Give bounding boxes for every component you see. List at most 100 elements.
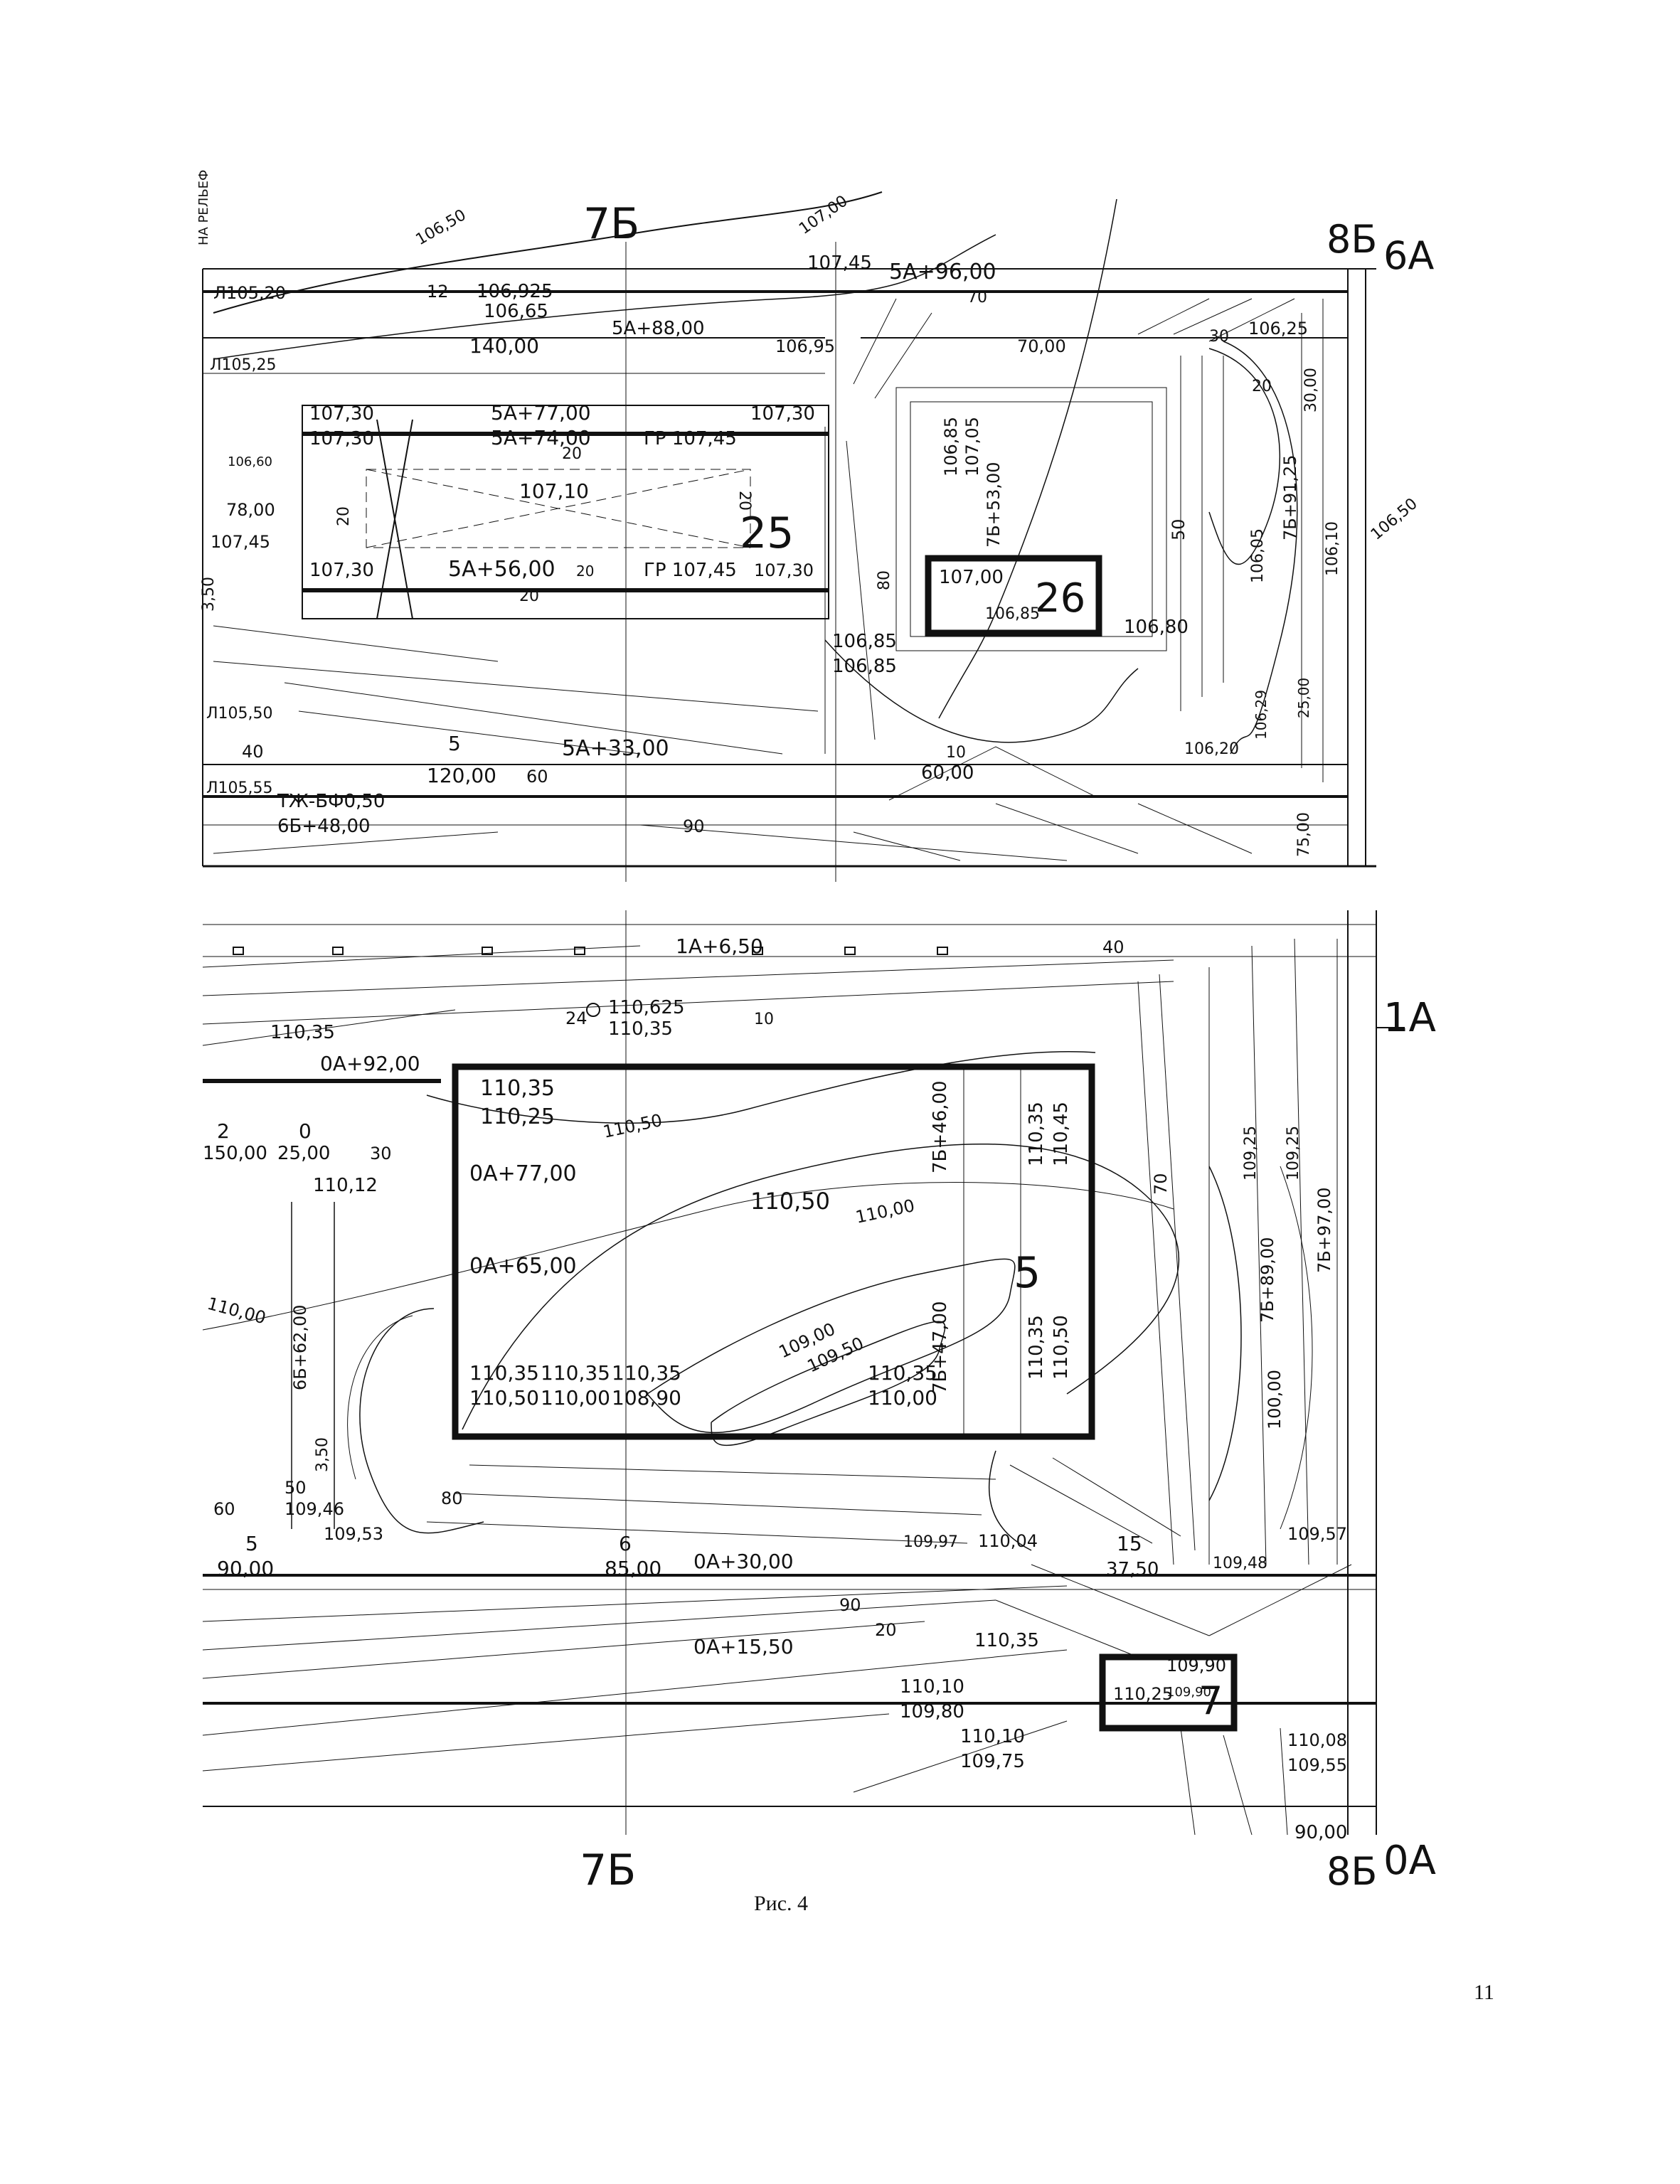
building-5-number: 5 xyxy=(1014,1248,1041,1298)
label-106-925: 106,925 xyxy=(477,281,553,302)
bottom-plan xyxy=(202,910,1405,1836)
label-109-55: 109,55 xyxy=(1287,1755,1347,1775)
label-107-45-top: 107,45 xyxy=(807,252,872,274)
building-25-mark-tr: 107,30 xyxy=(750,403,815,425)
slope-20-b: 20 xyxy=(875,1620,897,1640)
building-25-grade-2: ГР 107,45 xyxy=(644,560,737,581)
station-7b-47: 7Б+47,00 xyxy=(930,1301,951,1394)
building-25-dim-5: 20 xyxy=(576,563,594,580)
label-100-00: 100,00 xyxy=(1265,1370,1285,1429)
axis-label-6a: 6А xyxy=(1383,233,1434,278)
station-6b-62: 6Б+62,00 xyxy=(290,1304,310,1390)
building-25-number: 25 xyxy=(740,508,794,558)
label-5-top: 5 xyxy=(448,732,461,755)
label-106-25-a: 106,25 xyxy=(1248,319,1308,339)
label-107-05: 107,05 xyxy=(962,417,982,476)
station-0a-15-50: 0А+15,50 xyxy=(693,1635,794,1658)
label-106-65: 106,65 xyxy=(484,301,548,322)
label-106-85-a: 106,85 xyxy=(941,417,961,476)
label-90-00-a: 90,00 xyxy=(217,1557,274,1580)
station-5a-96: 5А+96,00 xyxy=(889,260,996,284)
label-107-45-left: 107,45 xyxy=(211,532,270,552)
station-1a-6-50: 1А+6,50 xyxy=(676,934,763,958)
label-75-00: 75,00 xyxy=(1295,812,1313,857)
contour-110-00-b: 110,00 xyxy=(205,1294,267,1328)
slope-60-b: 60 xyxy=(213,1499,235,1519)
slope-30-b: 30 xyxy=(370,1144,392,1163)
building-5-mark-tr-2: 110,45 xyxy=(1051,1102,1072,1166)
building-5-mark-b2-2: 110,00 xyxy=(541,1386,610,1410)
axis-label-7b-top: 7Б xyxy=(583,199,639,249)
label-l105-50: Л105,50 xyxy=(206,705,273,723)
label-78-00: 78,00 xyxy=(226,500,275,520)
building-5-mark-b4-1: 110,35 xyxy=(868,1361,937,1385)
slope-20-a: 20 xyxy=(1252,378,1272,395)
contour-106-50-right: 106,50 xyxy=(1368,495,1421,544)
label-106-85-c: 106,85 xyxy=(832,656,897,677)
building-25-dim-3: 20 xyxy=(335,506,353,526)
station-7b-46: 7Б+46,00 xyxy=(930,1080,951,1173)
slope-80-a: 80 xyxy=(876,570,893,590)
label-109-97: 109,97 xyxy=(903,1533,958,1551)
building-7-mark-1: 109,90 xyxy=(1166,1656,1226,1676)
label-12: 12 xyxy=(427,282,449,302)
slope-90-a: 90 xyxy=(683,816,705,836)
label-3-50: 3,50 xyxy=(200,577,218,612)
label-25-00: 25,00 xyxy=(1295,678,1312,718)
building-25-station-2: 5А+74,00 xyxy=(491,426,591,449)
building-25-mark-bl: 107,30 xyxy=(309,560,374,581)
building-5-mark-tl-1: 110,35 xyxy=(480,1076,555,1101)
label-70-00: 70,00 xyxy=(1017,336,1066,356)
slope-50-b: 50 xyxy=(285,1478,307,1498)
top-plan-labels: 7Б 8Б 6А НА РЕЛЬЕФ 25 107,30 107,30 107,… xyxy=(196,169,1434,857)
building-25-station-1: 5А+77,00 xyxy=(491,401,591,425)
building-7-number: 7 xyxy=(1198,1678,1223,1723)
label-25-00: 25,00 xyxy=(277,1143,330,1164)
label-l105-25: Л105,25 xyxy=(210,356,277,374)
label-110-35-b: 110,35 xyxy=(270,1022,335,1043)
contour-110-50-a: 110,50 xyxy=(601,1110,664,1142)
label-60-00: 60,00 xyxy=(921,762,974,784)
building-5-mark-b3-1: 110,35 xyxy=(612,1361,681,1385)
contour-106-50-top: 106,50 xyxy=(413,206,469,249)
label-5-bottom: 5 xyxy=(245,1532,258,1555)
label-109-75: 109,75 xyxy=(960,1751,1025,1772)
label-120-00: 120,00 xyxy=(427,764,496,787)
label-106-20-a: 106,20 xyxy=(1184,740,1239,758)
bottom-plan-labels: 7Б 8Б 1А 0А 5 110,35 110,25 110,35 110,4… xyxy=(203,934,1436,1895)
label-106-60: 106,60 xyxy=(228,454,272,469)
label-30-00: 30,00 xyxy=(1302,368,1320,412)
label-109-46: 109,46 xyxy=(285,1499,344,1519)
building-25-mark-l2: 107,30 xyxy=(309,428,374,449)
slope-40-a: 40 xyxy=(242,742,264,762)
label-85-00: 85,00 xyxy=(605,1557,661,1580)
station-0a-30: 0А+30,00 xyxy=(693,1550,794,1573)
label-140-00: 140,00 xyxy=(469,334,539,358)
label-150-00: 150,00 xyxy=(203,1143,267,1164)
label-110-10-b: 110,10 xyxy=(960,1726,1025,1747)
label-6b-48: 6Б+48,00 xyxy=(277,816,371,837)
slope-80-b: 80 xyxy=(441,1488,463,1508)
label-110-12: 110,12 xyxy=(313,1175,378,1196)
label-110-35-a: 110,35 xyxy=(608,1018,673,1040)
building-5-mark-bl-1: 110,35 xyxy=(469,1361,539,1385)
building-26-mark-2: 106,85 xyxy=(985,605,1040,623)
building-5-center-mark: 110,50 xyxy=(750,1188,830,1215)
station-7b-91: 7Б+91,25 xyxy=(1280,454,1300,540)
axis-label-7b-bottom: 7Б xyxy=(580,1845,636,1895)
station-7b-53: 7Б+53,00 xyxy=(984,462,1004,548)
label-110-04: 110,04 xyxy=(978,1531,1038,1551)
contour-110-00-a: 110,00 xyxy=(854,1195,916,1227)
label-24: 24 xyxy=(565,1008,588,1028)
station-7b-97: 7Б+97,00 xyxy=(1314,1187,1334,1273)
label-109-57: 109,57 xyxy=(1287,1524,1347,1544)
label-106-10: 106,10 xyxy=(1324,521,1341,576)
building-25-station-3: 5А+56,00 xyxy=(448,557,555,582)
label-106-80-a: 106,80 xyxy=(1124,617,1189,638)
building-5-mark-b2-1: 110,35 xyxy=(541,1361,610,1385)
building-25-dim-2: 20 xyxy=(519,587,539,605)
label-109-80: 109,80 xyxy=(900,1701,964,1722)
building-5-mark-bl-2: 110,50 xyxy=(469,1386,539,1410)
axis-label-1a: 1А xyxy=(1383,995,1436,1041)
